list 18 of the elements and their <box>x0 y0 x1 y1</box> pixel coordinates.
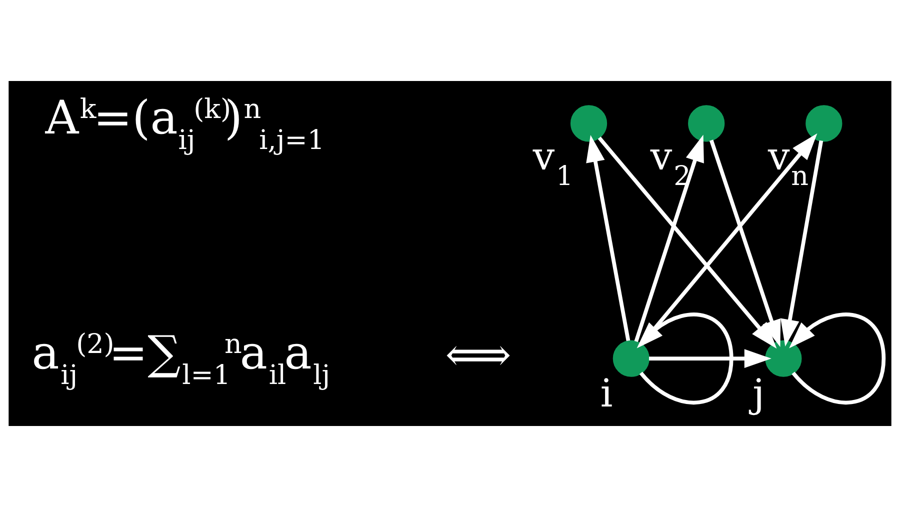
node-circle <box>765 340 802 376</box>
node-circle <box>688 104 725 142</box>
arrow <box>634 134 704 342</box>
arrow <box>586 134 630 341</box>
arrow <box>649 348 772 368</box>
node-circle <box>612 340 650 376</box>
label: a$_{ij}$$^{(2)}$=∑$_{l=1}$$^{n}$a$_{il}$a$_{lj}$ <box>32 325 330 391</box>
node-circle <box>806 104 842 142</box>
arrow <box>709 139 781 346</box>
node-label: v$_{n}$ <box>768 134 809 192</box>
arrow <box>780 140 824 346</box>
arrow <box>598 136 777 348</box>
arrow <box>636 312 734 404</box>
arrow <box>789 312 886 404</box>
node-circle <box>570 104 608 142</box>
label: ⟺ <box>445 326 512 381</box>
node-label: i <box>600 371 613 416</box>
node-label: v$_{1}$ <box>532 134 574 192</box>
